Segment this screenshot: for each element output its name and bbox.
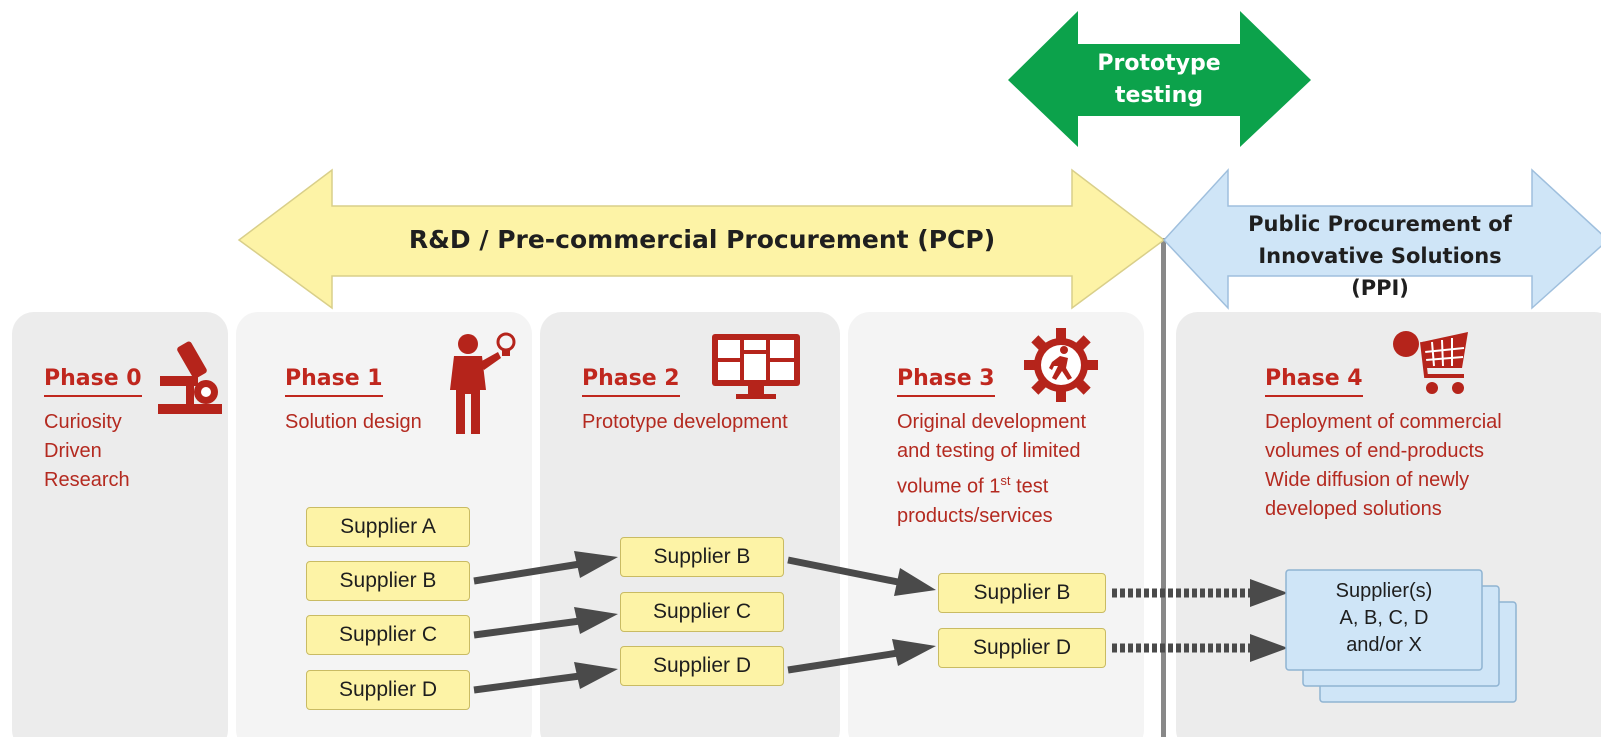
phase-4-desc-line-2: volumes of end-products [1265, 440, 1485, 462]
prototype-testing-label: Prototype testing [1078, 48, 1240, 112]
phase-1-description: Solution design [285, 408, 422, 437]
phase4-supplier-line-3: and/or X [1346, 634, 1422, 656]
phase3-supplier-d: Supplier D [938, 628, 1106, 668]
phase-3-desc-line-1: Original development [897, 411, 1086, 433]
phase3-supplier-b: Supplier B [938, 573, 1106, 613]
dotted-connectors [1112, 579, 1288, 662]
microscope-icon [158, 341, 222, 414]
prototype-testing-arrow [1008, 11, 1311, 147]
ppi-banner-line-1: Public Procurement of [1248, 212, 1512, 236]
flow-arrows [473, 551, 936, 694]
phase-4-desc-line-4: developed solutions [1265, 498, 1442, 520]
phase-3-description: Original development and testing of limi… [897, 408, 1086, 531]
pcp-ppi-divider [1161, 238, 1166, 737]
phase-0-description: Curiosity Driven Research [44, 408, 130, 495]
phase2-supplier-b: Supplier B [620, 537, 784, 577]
phase-3-desc-line-4: products/services [897, 504, 1053, 527]
phase-0-desc-line-3: Research [44, 469, 130, 491]
phase-0-desc-line-2: Driven [44, 440, 102, 462]
shopping-cart-icon [1393, 331, 1468, 394]
phase1-supplier-d: Supplier D [306, 670, 470, 710]
pcp-banner-label: R&D / Pre-commercial Procurement (PCP) [408, 225, 996, 254]
gear-runner-icon [1024, 328, 1098, 402]
ppi-banner-line-2: Innovative Solutions (PPI) [1258, 244, 1502, 300]
phase-4-title: Phase 4 [1265, 366, 1363, 397]
phase-0-panel [12, 312, 228, 737]
phase-3-desc-line-3: volume of 1st test [897, 473, 1049, 498]
phase4-supplier-line-1: Supplier(s) [1335, 580, 1433, 602]
phase-2-title: Phase 2 [582, 366, 680, 397]
phase1-supplier-b: Supplier B [306, 561, 470, 601]
phase-4-desc-line-3: Wide diffusion of newly [1265, 469, 1470, 491]
phase4-supplier-line-2: A, B, C, D [1339, 607, 1429, 629]
phase-2-desc-line-1: Prototype development [582, 411, 788, 433]
phase-1-title: Phase 1 [285, 366, 383, 397]
supplier-stack-front [1285, 569, 1483, 671]
phase4-supplier-label: Supplier(s) A, B, C, D and/or X [1286, 578, 1482, 659]
phase2-supplier-d: Supplier D [620, 646, 784, 686]
phase-0-desc-line-1: Curiosity [44, 411, 122, 433]
phase-1-desc-line-1: Solution design [285, 411, 422, 433]
phase2-supplier-c: Supplier C [620, 592, 784, 632]
phase-3-title: Phase 3 [897, 366, 995, 397]
ppi-banner-label: Public Procurement of Innovative Solutio… [1228, 208, 1532, 304]
person-lightbulb-icon [450, 332, 516, 434]
phase1-supplier-a: Supplier A [306, 507, 470, 547]
phase-4-desc-line-1: Deployment of commercial [1265, 411, 1502, 433]
phase-0-title: Phase 0 [44, 366, 142, 397]
phase1-supplier-c: Supplier C [306, 615, 470, 655]
prototype-testing-line-2: testing [1115, 83, 1203, 108]
prototype-testing-line-1: Prototype [1097, 51, 1221, 76]
phase-3-desc-line-2: and testing of limited [897, 440, 1081, 462]
monitor-dashboard-icon [712, 334, 800, 399]
phase-4-description: Deployment of commercial volumes of end-… [1265, 408, 1502, 524]
phase-2-description: Prototype development [582, 408, 788, 437]
ppi-banner-arrow [1162, 168, 1601, 310]
